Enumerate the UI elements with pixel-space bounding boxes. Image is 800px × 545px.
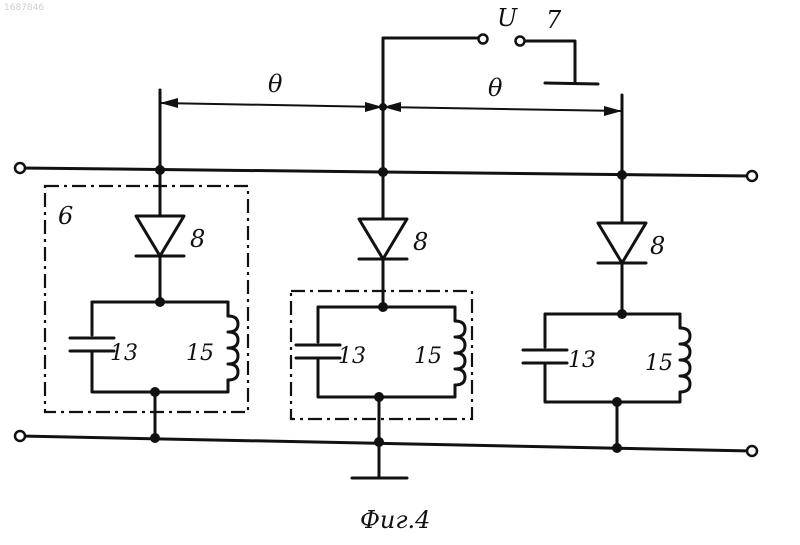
terminal-bottom-left [15, 431, 25, 441]
arrowhead-right-end [604, 106, 622, 116]
diode-icon [136, 216, 184, 256]
module-label: 6 [58, 202, 73, 230]
supply-terminal-right [516, 37, 525, 46]
diode-label: 8 [190, 225, 205, 253]
capacitor-label: 13 [568, 348, 596, 373]
terminal-bottom-right [747, 446, 757, 456]
inductor-label: 15 [645, 351, 673, 376]
distance-arrow-right [383, 107, 622, 111]
inductor-label: 15 [186, 341, 214, 366]
supply-terminal-left [479, 35, 488, 44]
stage-1: 6 8 13 15 [45, 170, 248, 443]
junction-bottom-2 [374, 437, 384, 447]
terminal-top-right [747, 171, 757, 181]
switch-lead [525, 41, 575, 83]
capacitor-label: 13 [338, 344, 366, 369]
distance-label-right: θ [488, 74, 503, 102]
distance-label-left: θ [268, 70, 283, 98]
diode-label: 8 [650, 232, 665, 260]
switch-contact [545, 83, 598, 84]
arrowhead-left-start [160, 98, 178, 108]
inductor-label: 15 [414, 344, 442, 369]
junction-supply [379, 103, 387, 111]
inductor-icon [455, 321, 465, 385]
document-id: 1687846 [4, 3, 44, 13]
bottom-rail [20, 436, 752, 451]
distance-arrow-left [160, 103, 383, 107]
diode-icon [359, 219, 407, 259]
stage-3: 8 13 15 [523, 175, 690, 453]
terminal-top-left [15, 163, 25, 173]
inductor-icon [228, 316, 238, 380]
tank-top-wire [545, 314, 680, 328]
junction-bottom-1 [150, 433, 160, 443]
diode-icon [598, 223, 646, 263]
figure-caption: Фиг.4 [360, 506, 430, 534]
diode-label: 8 [413, 228, 428, 256]
capacitor-label: 13 [110, 341, 138, 366]
inductor-icon [680, 328, 690, 392]
switch-label: 7 [546, 6, 562, 34]
voltage-label: U [497, 4, 518, 32]
junction-bottom-3 [612, 443, 622, 453]
stage-2: 8 13 15 [291, 172, 472, 478]
